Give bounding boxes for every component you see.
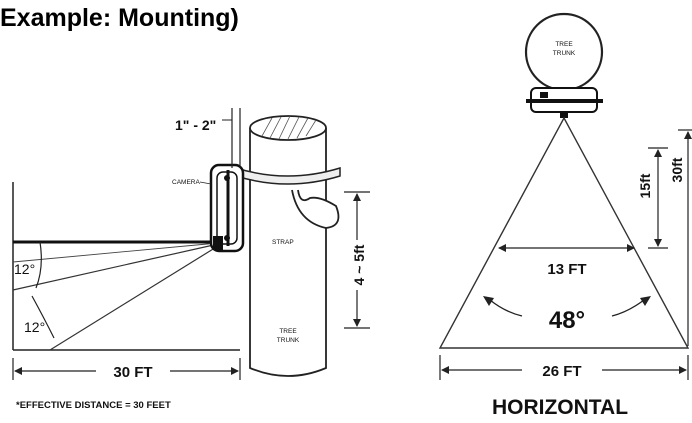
angle-arrow-left: [483, 296, 494, 306]
angle-arc-right: [611, 299, 645, 317]
horizontal-caption: HORIZONTAL: [492, 396, 628, 419]
mid-distance-label: 15ft: [637, 173, 653, 198]
angle-arrow-right: [640, 296, 651, 306]
detection-field-triangle: [438, 116, 690, 349]
mid-distance-label-bg: [642, 166, 656, 206]
diagram-title: Example: Mounting): [0, 4, 239, 32]
distance-arrow-left: [14, 367, 22, 375]
mid-width-arrow-left: [498, 244, 506, 252]
effective-distance-note: *EFFECTIVE DISTANCE = 30 FEET: [16, 400, 171, 411]
full-width-arrow-left: [441, 366, 449, 374]
distance-label: 30 FT: [113, 364, 152, 381]
angle-arc-lower: [31, 295, 55, 339]
top-camera-lens: [560, 113, 568, 118]
side-trunk-body: [249, 128, 327, 377]
angle-arc-left: [489, 299, 523, 317]
distance-arrow-right: [231, 367, 239, 375]
strap-buckle: [291, 189, 340, 229]
side-camera-sensor: [213, 236, 223, 250]
top-camera-clip: [540, 92, 548, 98]
top-trunk-label-2: TRUNK: [553, 50, 576, 57]
strap-label: STRAP: [272, 239, 294, 246]
horizontal-angle-label: 48°: [549, 307, 585, 334]
side-trunk-label-2: TRUNK: [277, 337, 300, 344]
height-arrow-down: [353, 319, 361, 327]
angle-arc-upper: [35, 241, 42, 289]
full-distance-label: 30ft: [669, 157, 685, 182]
trunk-top-hatch: [261, 115, 317, 140]
full-distance-arrow-up: [684, 131, 692, 139]
height-label: 4 ~ 5ft: [351, 244, 367, 285]
angle-upper-label: 12°: [14, 261, 35, 277]
detection-ray-2: [49, 245, 219, 351]
top-view: TREE TRUNK 13 FT 48°: [438, 12, 692, 419]
mid-width-arrow-right: [627, 244, 635, 252]
side-camera-lens-bottom: [224, 235, 230, 241]
full-width-arrow-right: [679, 366, 687, 374]
side-trunk-label-1: TREE: [279, 328, 297, 335]
angle-lower-label: 12°: [24, 319, 45, 335]
side-view: 12° 12° TREE TRUNK STRAP: [12, 108, 370, 411]
detection-ray-1: [12, 243, 219, 291]
height-arrow-up: [353, 193, 361, 201]
detection-ray-3: [12, 242, 219, 263]
mid-width-label: 13 FT: [547, 261, 586, 278]
gap-label: 1" - 2": [175, 117, 216, 133]
full-width-label: 26 FT: [542, 363, 581, 380]
camera-label: CAMERA: [172, 179, 200, 186]
camera-label-leader: [199, 181, 212, 185]
mid-distance-arrow-down: [654, 239, 662, 247]
mid-distance-arrow-up: [654, 149, 662, 157]
side-camera-lens-top: [224, 175, 230, 181]
top-trunk-label-1: TREE: [555, 41, 573, 48]
strap-band: [235, 166, 341, 185]
